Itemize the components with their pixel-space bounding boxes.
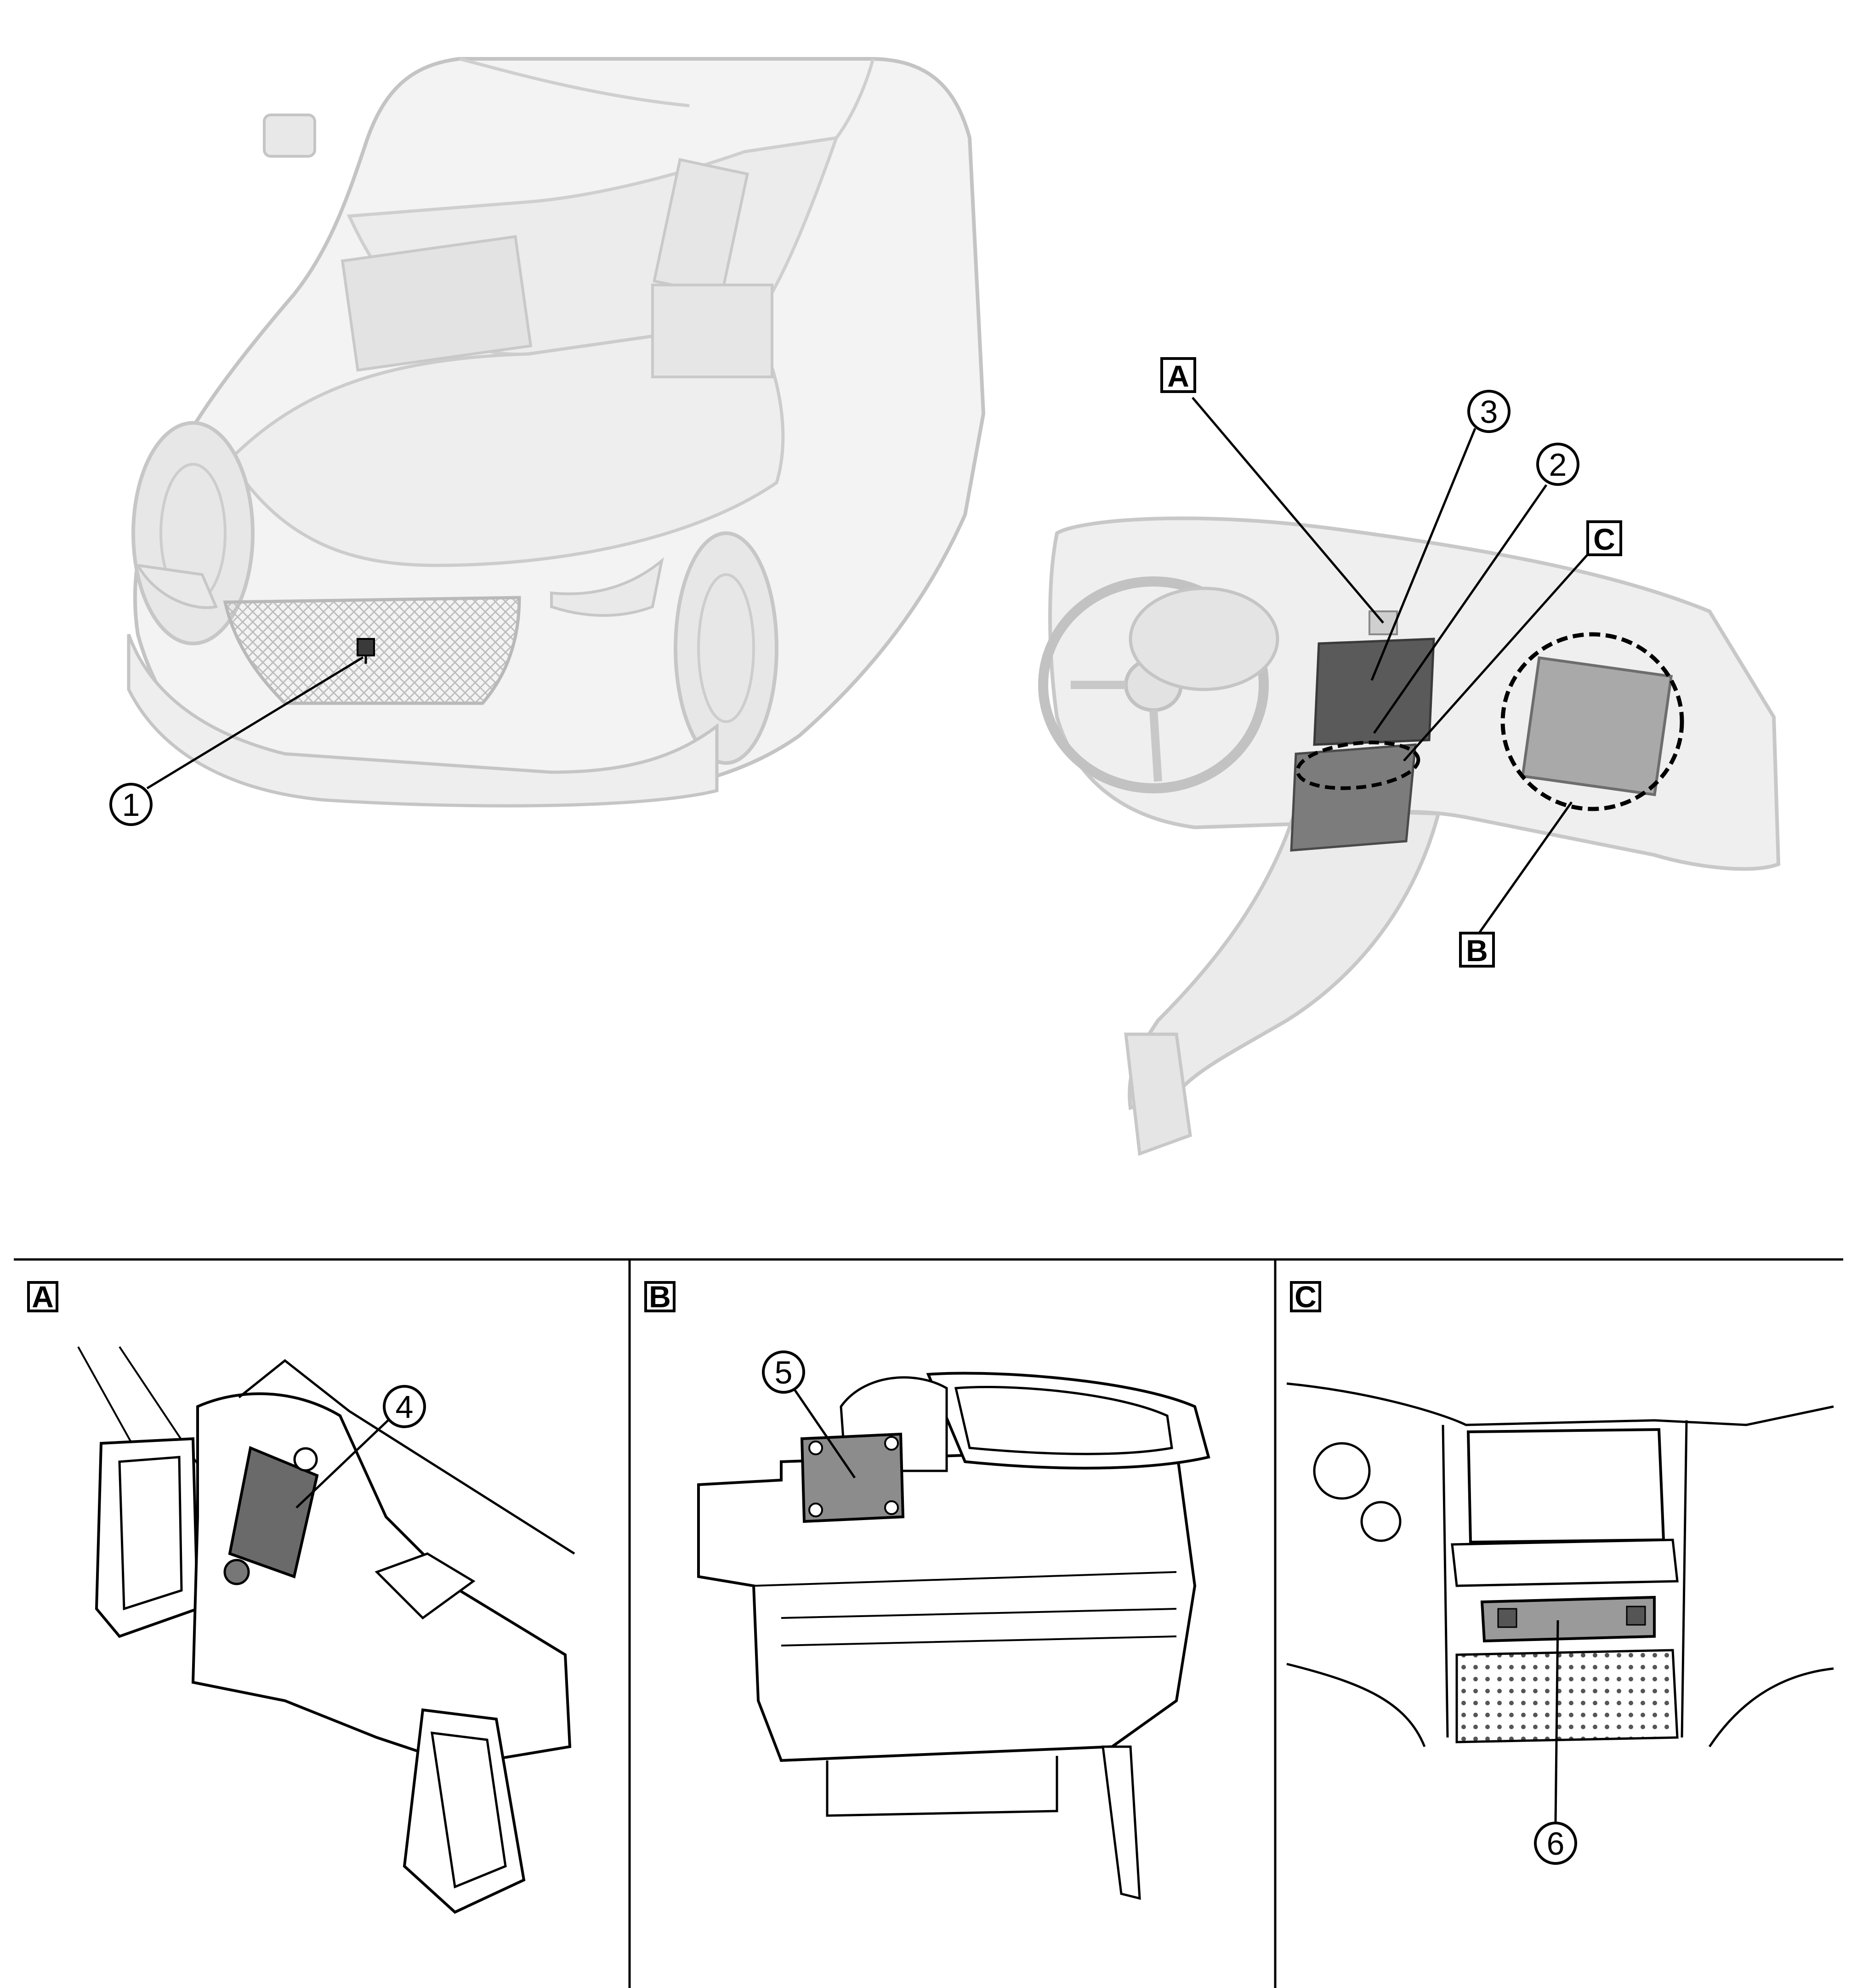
panel-a-label: A	[32, 1280, 54, 1314]
panel-c-component-6	[1480, 1595, 1656, 1643]
instrument-panel-overview	[1038, 397, 1781, 1156]
steering-wheel	[1038, 576, 1269, 793]
panel-a-duct-left	[95, 1437, 199, 1638]
svg-text:A: A	[1167, 359, 1189, 393]
front-sensor-component	[357, 638, 375, 656]
leader-line-2	[1373, 484, 1548, 734]
callout-2-number: 2	[1549, 447, 1567, 483]
detail-panel-a: A 4	[27, 1280, 575, 1914]
view-label-a-main: A	[1160, 357, 1196, 393]
display-unit-component	[1313, 638, 1435, 746]
callout-2: 2	[1536, 443, 1579, 486]
hood	[227, 320, 785, 567]
panel-c-display	[1466, 1428, 1665, 1544]
callout-1-number: 1	[122, 787, 140, 823]
detail-b-highlight	[1500, 632, 1684, 811]
panel-b-hvac-case	[697, 1446, 1197, 1762]
leader-line-a	[1192, 397, 1384, 624]
svg-text:C: C	[1593, 522, 1615, 556]
leader-line-3	[1370, 428, 1477, 681]
callout-4-number: 4	[396, 1389, 414, 1425]
callout-6	[1534, 1822, 1577, 1865]
view-label-c-main: C	[1586, 520, 1622, 556]
leader-line-c	[1403, 548, 1593, 762]
svg-text:B: B	[1466, 934, 1488, 968]
callout-3-number: 3	[1480, 394, 1498, 430]
callout-3: 3	[1467, 390, 1511, 433]
view-label-b-main: B	[1459, 932, 1495, 968]
control-unit-component	[1290, 743, 1417, 852]
detail-c-highlight	[1295, 741, 1420, 790]
front-bumper	[127, 633, 719, 808]
vehicle-overview	[127, 57, 986, 808]
panel-a-duct-right	[403, 1708, 526, 1914]
panel-c-label: C	[1295, 1280, 1317, 1314]
front-right-wheel	[674, 531, 778, 765]
panel-a-component-4	[228, 1446, 319, 1578]
callout-5-number: 5	[775, 1355, 793, 1390]
callout-6-number: 6	[1547, 1826, 1565, 1862]
panel-b-component-5	[800, 1432, 905, 1523]
leader-line-1	[146, 656, 364, 790]
callout-1: 1	[109, 783, 153, 826]
hvac-unit	[1521, 656, 1673, 797]
detail-panel-b: B 5	[644, 1280, 1210, 1900]
leader-line-b	[1476, 801, 1573, 936]
panel-b-label: B	[649, 1280, 671, 1314]
callout-4	[383, 1385, 426, 1428]
detail-panel-c: C 6	[1286, 1280, 1834, 1865]
detail-panels-frame	[14, 1258, 1843, 1988]
callout-5	[762, 1350, 805, 1394]
